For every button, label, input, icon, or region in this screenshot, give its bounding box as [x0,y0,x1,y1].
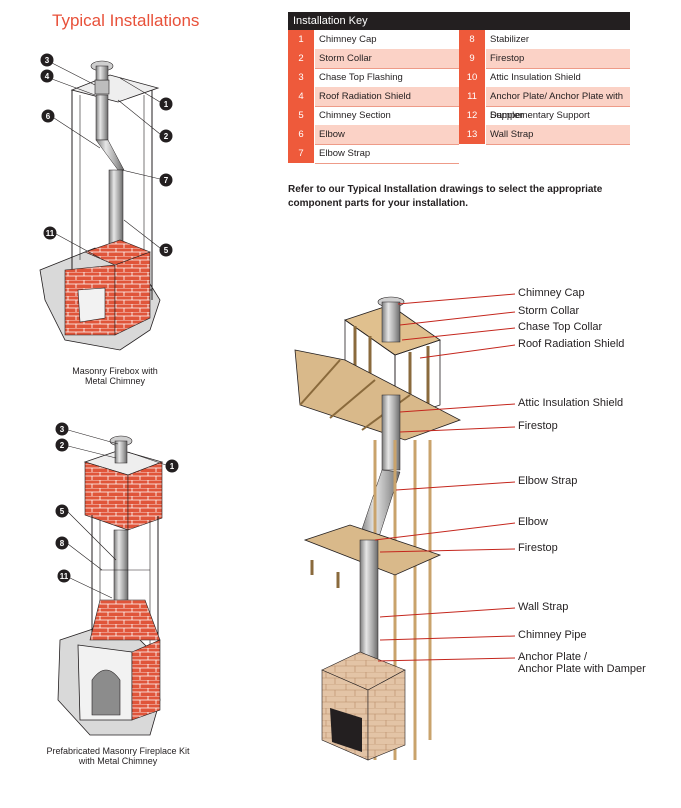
callout-firestop-upper: Firestop [518,420,558,432]
badge-1: 1 [170,462,175,471]
masonry-callout-badges: 3 4 1 2 6 7 11 5 [40,53,173,259]
callout-elbow: Elbow [518,516,548,528]
callout-storm-collar: Storm Collar [518,305,580,317]
badge-8: 8 [60,539,65,548]
caption-line: with Metal Chimney [78,756,158,766]
badge-3: 3 [60,425,65,434]
badge-3: 3 [45,56,50,65]
key-label: Elbow Strap [315,144,459,164]
masonry-caption: Masonry Firebox with Metal Chimney [40,366,190,386]
key-label: Elbow [315,125,459,145]
callout-roof-radiation-shield: Roof Radiation Shield [518,338,625,350]
key-label: Wall Strap [486,125,630,145]
callout-line: Anchor Plate with Damper [518,663,646,675]
callout-anchor-plate: Anchor Plate / Anchor Plate with Damper [518,651,646,675]
badge-7: 7 [164,176,169,185]
framed-installation-illustration [294,296,461,761]
masonry-firebox-illustration [39,60,161,351]
badge-2: 2 [60,441,65,450]
prefab-fireplace-illustration [57,435,164,736]
key-label: Roof Radiation Shield [315,87,459,107]
badge-11: 11 [60,572,69,581]
page-title: Typical Installations [52,11,200,30]
callout-wall-strap: Wall Strap [518,601,569,613]
framed-leader-lines [374,293,516,662]
prefab-callout-badges: 3 2 1 5 8 11 [55,422,179,599]
instruction-text: Refer to our Typical Installation drawin… [288,184,603,209]
prefab-caption: Prefabricated Masonry Fireplace Kit with… [18,746,218,766]
badge-11: 11 [46,229,55,238]
caption-line: Prefabricated Masonry Fireplace Kit [46,746,190,756]
callout-firestop-lower: Firestop [518,542,558,554]
badge-1: 1 [164,100,169,109]
key-label: Storm Collar [315,49,459,69]
key-label: Anchor Plate/ Anchor Plate with Damper [486,87,630,121]
caption-line: Metal Chimney [84,376,146,386]
callout-chase-top-collar: Chase Top Collar [518,321,603,333]
callout-chimney-pipe: Chimney Pipe [518,629,587,641]
caption-line: Masonry Firebox with [72,366,158,376]
callout-line: Anchor Plate / [518,651,588,663]
key-label: Firestop [486,49,630,69]
callout-elbow-strap: Elbow Strap [518,475,578,487]
badge-5: 5 [60,507,65,516]
badge-4: 4 [45,72,50,81]
key-number: 7 [288,144,314,164]
badge-2: 2 [164,132,169,141]
callout-attic-insulation-shield: Attic Insulation Shield [518,397,624,409]
installation-key-header: Installation Key [288,12,630,30]
badge-5: 5 [164,246,169,255]
callout-chimney-cap: Chimney Cap [518,287,585,299]
badge-6: 6 [46,112,51,121]
key-number: 13 [459,125,485,145]
